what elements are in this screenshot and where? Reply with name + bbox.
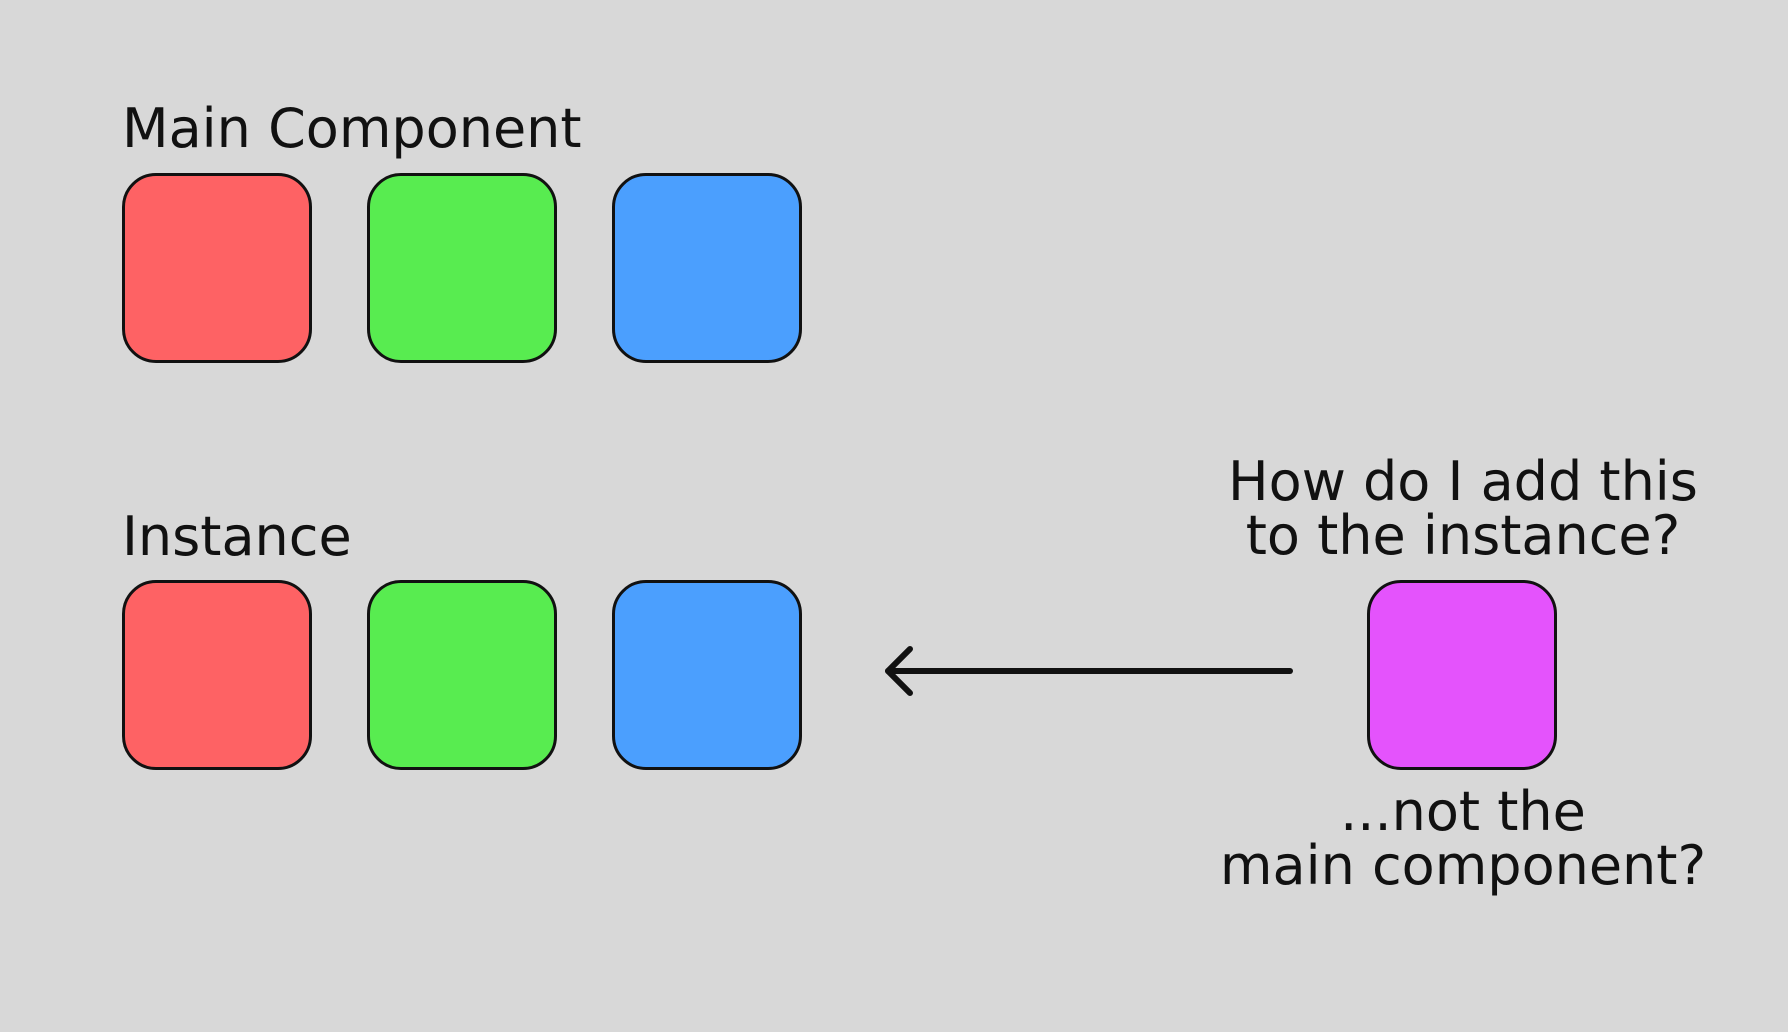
instance-green-block	[367, 580, 557, 770]
new-purple-block	[1367, 580, 1557, 770]
instance-blue-block	[612, 580, 802, 770]
note-line-2: main component?	[1219, 834, 1707, 897]
question-line-2: to the instance?	[1245, 504, 1681, 567]
question-line-1: How do I add this	[1228, 450, 1698, 513]
question-text: How do I add this to the instance?	[1183, 455, 1743, 563]
main-component-red-block	[122, 173, 312, 363]
arrow-left-icon	[885, 646, 1293, 696]
note-line-1: ...not the	[1340, 780, 1586, 843]
main-component-green-block	[367, 173, 557, 363]
instance-label: Instance	[122, 505, 352, 568]
note-text: ...not the main component?	[1183, 785, 1743, 893]
main-component-blue-block	[612, 173, 802, 363]
instance-red-block	[122, 580, 312, 770]
main-component-label: Main Component	[122, 97, 582, 160]
